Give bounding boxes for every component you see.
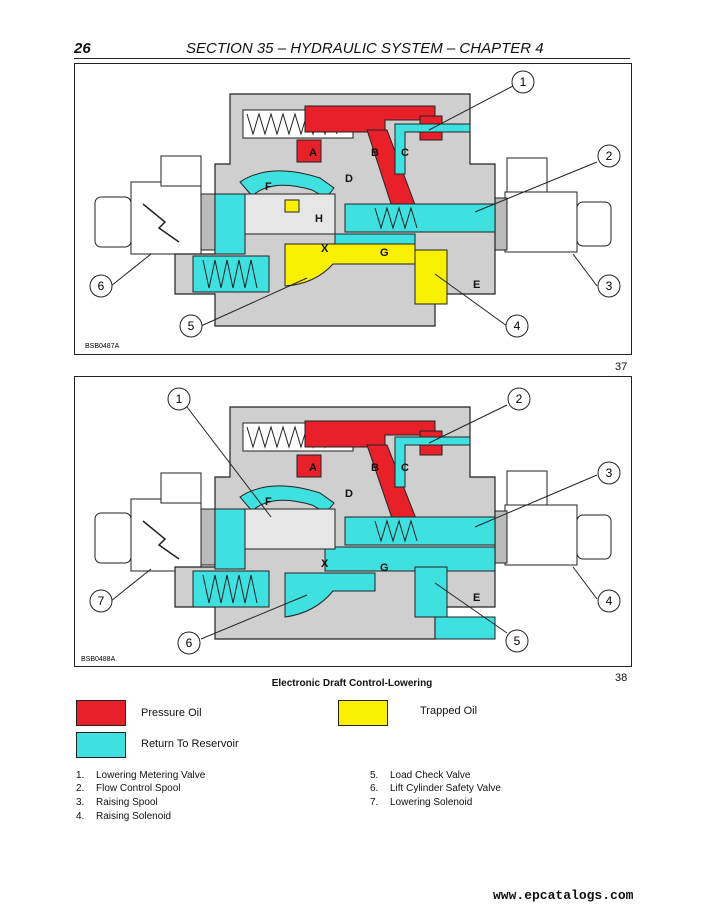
port-C-label: C bbox=[401, 462, 409, 474]
port-F-label: F bbox=[265, 181, 272, 193]
list-item: 7.Lowering Solenoid bbox=[370, 797, 473, 808]
figure-ref-2: BSB0488A bbox=[81, 656, 116, 663]
figure-38-diagram: A B C D F X G E 1 2 3 4 bbox=[74, 376, 632, 667]
callout-2: 2 bbox=[606, 149, 613, 163]
port-E-label: E bbox=[473, 279, 480, 291]
right-solenoid bbox=[492, 470, 612, 566]
port-X-label: X bbox=[321, 558, 329, 570]
return-channels bbox=[192, 123, 496, 293]
valve-diagram-raising: A B C D F H X G E 1 2 3 4 bbox=[85, 70, 621, 350]
callout-1: 1 bbox=[176, 392, 183, 406]
callout-2: 2 bbox=[516, 392, 523, 406]
legend-label-return: Return To Reservoir bbox=[141, 738, 239, 750]
legend-swatch-pressure bbox=[76, 700, 126, 726]
figure-number-38: 38 bbox=[615, 672, 628, 684]
legend-swatch-return bbox=[76, 732, 126, 758]
callouts: 1 2 3 4 5 6 7 bbox=[89, 387, 621, 655]
port-A-label: A bbox=[309, 147, 317, 159]
section-title: SECTION 35 – HYDRAULIC SYSTEM – CHAPTER … bbox=[186, 40, 544, 57]
list-item: 4.Raising Solenoid bbox=[76, 811, 172, 822]
valve-diagram-lowering: A B C D F X G E 1 2 3 4 bbox=[81, 387, 621, 663]
list-item: 6.Lift Cylinder Safety Valve bbox=[370, 783, 501, 794]
port-F-label: F bbox=[265, 496, 272, 508]
port-C-label: C bbox=[401, 147, 409, 159]
trapped-oil-channels bbox=[284, 199, 448, 305]
port-H-label: H bbox=[315, 213, 323, 225]
figure-caption: Electronic Draft Control-Lowering bbox=[271, 678, 433, 689]
return-channels bbox=[192, 436, 496, 640]
list-item: 2.Flow Control Spool bbox=[76, 783, 181, 794]
port-X-label: X bbox=[321, 243, 329, 255]
list-item: 5.Load Check Valve bbox=[370, 770, 471, 781]
callout-5: 5 bbox=[514, 634, 521, 648]
figure-37-diagram: A B C D F H X G E 1 2 3 4 bbox=[74, 63, 632, 355]
legend-label-trapped: Trapped Oil bbox=[420, 705, 478, 717]
callout-6: 6 bbox=[186, 636, 193, 650]
callout-6: 6 bbox=[98, 279, 105, 293]
port-A-label: A bbox=[309, 462, 317, 474]
watermark-link[interactable]: www.epcatalogs.com bbox=[493, 888, 634, 903]
pressure-channels bbox=[296, 105, 443, 217]
port-E-label: E bbox=[473, 592, 480, 604]
callouts: 1 2 3 4 5 6 bbox=[89, 70, 621, 338]
left-solenoid bbox=[94, 155, 216, 255]
leader-lines bbox=[110, 404, 598, 640]
port-B-label: B bbox=[371, 462, 379, 474]
callout-5: 5 bbox=[188, 319, 195, 333]
legend-label-pressure: Pressure Oil bbox=[141, 707, 202, 719]
figure-ref-1: BSB0487A bbox=[85, 343, 120, 350]
port-D-label: D bbox=[345, 488, 353, 500]
port-G-label: G bbox=[380, 247, 389, 259]
figure-number-37: 37 bbox=[615, 361, 628, 373]
pressure-channels bbox=[296, 420, 443, 528]
right-solenoid bbox=[492, 157, 612, 253]
header-rule bbox=[74, 58, 630, 59]
callout-3: 3 bbox=[606, 279, 613, 293]
leader-lines bbox=[110, 85, 598, 327]
callout-4: 4 bbox=[606, 594, 613, 608]
callout-4: 4 bbox=[514, 319, 521, 333]
page-number: 26 bbox=[74, 40, 91, 57]
callout-3: 3 bbox=[606, 466, 613, 480]
port-G-label: G bbox=[380, 562, 389, 574]
left-solenoid bbox=[94, 472, 216, 572]
callout-7: 7 bbox=[98, 594, 105, 608]
list-item: 1.Lowering Metering Valve bbox=[76, 770, 206, 781]
port-letters: A B C D F H X G E bbox=[265, 147, 480, 291]
port-D-label: D bbox=[345, 173, 353, 185]
list-item: 3.Raising Spool bbox=[76, 797, 158, 808]
callout-1: 1 bbox=[520, 75, 527, 89]
port-B-label: B bbox=[371, 147, 379, 159]
legend-swatch-trapped bbox=[338, 700, 388, 726]
port-letters: A B C D F X G E bbox=[265, 462, 480, 604]
